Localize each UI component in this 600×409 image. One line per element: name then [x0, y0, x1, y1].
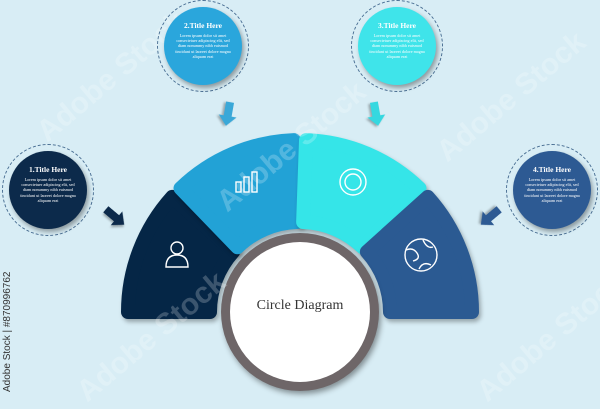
globe-icon: [404, 238, 438, 272]
person-icon: [165, 241, 189, 268]
bubble-body: Lorem ipsum dolor sit amet consectetuer …: [20, 177, 76, 203]
segment-1: [121, 189, 241, 319]
dashed-ring-1: [2, 144, 94, 236]
dashed-ring-2: [157, 0, 249, 92]
segment-2: [173, 133, 304, 255]
bubble-title: 2.Title Here: [183, 21, 223, 30]
bubble-title: 3.Title Here: [377, 21, 417, 30]
bubble-2: 2.Title Here Lorem ipsum dolor sit amet …: [164, 7, 242, 85]
segment-4: [359, 189, 479, 319]
arrow-1-icon: [103, 206, 125, 226]
bubble-title: 1.Title Here: [28, 165, 68, 174]
bubble-title: 4.Title Here: [532, 165, 572, 174]
bubble-body: Lorem ipsum dolor sit amet consectetuer …: [369, 33, 425, 59]
arrow-3-icon: [367, 101, 386, 126]
dashed-ring-4: [506, 144, 598, 236]
arrow-2-icon: [218, 101, 237, 126]
bar-chart-icon: [235, 171, 258, 193]
bubble-body: Lorem ipsum dolor sit amet consectetuer …: [524, 177, 580, 203]
segment-3: [296, 133, 427, 255]
bubble-3: 3.Title Here Lorem ipsum dolor sit amet …: [358, 7, 436, 85]
gear-icon: [339, 168, 367, 196]
bubble-4: 4.Title Here Lorem ipsum dolor sit amet …: [513, 151, 591, 229]
stock-id-label: Adobe Stock | #870996762: [2, 271, 13, 392]
center-circle: [230, 242, 370, 382]
dashed-ring-3: [351, 0, 443, 92]
bubble-1: 1.Title Here Lorem ipsum dolor sit amet …: [9, 151, 87, 229]
bubble-body: Lorem ipsum dolor sit amet consectetuer …: [175, 33, 231, 59]
arrow-4-icon: [480, 206, 502, 226]
center-label: Circle Diagram: [256, 298, 344, 313]
